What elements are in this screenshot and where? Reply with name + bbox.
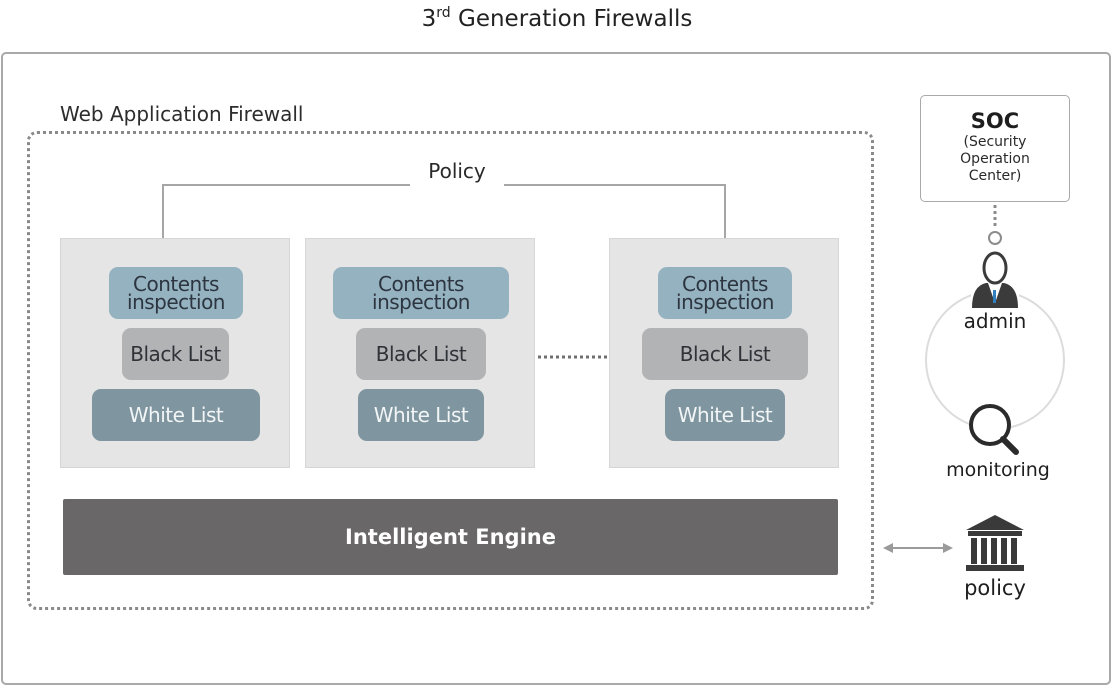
person-icon [971,251,1019,309]
monitoring-label: monitoring [946,459,1050,481]
white-list-block: White List [665,389,785,441]
contents-inspection-block: Contents inspection [333,267,509,319]
contents-inspection-block: Contents inspection [658,267,792,319]
bank-icon [966,515,1024,571]
waf-label: Web Application Firewall [60,102,304,126]
policy-bracket [162,184,410,238]
policy-panel-3: Contents inspection Black List White Lis… [609,238,839,468]
diagram-title: 3rd Generation Firewalls [0,6,1114,32]
soc-subtitle: (Security Operation Center) [960,134,1030,184]
title-main: 3 [421,6,437,32]
title-rest: Generation Firewalls [450,6,693,32]
waf-boundary [27,131,874,610]
policy-panel-1: Contents inspection Black List White Lis… [60,238,290,468]
admin-label: admin [963,309,1027,333]
intelligent-engine: Intelligent Engine [63,499,838,575]
soc-title: SOC [970,109,1020,133]
policy-bracket-right [504,184,726,238]
magnifier-icon [969,404,1019,455]
contents-inspection-block: Contents inspection [109,267,243,319]
policy-panel-2: Contents inspection Black List White Lis… [305,238,535,468]
black-list-block: Black List [122,328,229,380]
policy-label: Policy [428,159,486,183]
soc-link-node [988,231,1002,245]
black-list-block: Black List [356,328,486,380]
white-list-block: White List [92,389,260,441]
white-list-block: White List [358,389,484,441]
title-superscript: rd [436,5,451,21]
bidirectional-arrow-icon [883,543,953,553]
black-list-block: Black List [642,328,808,380]
policy-side-label: policy [964,576,1026,600]
outer-frame [1,52,1111,685]
soc-box: SOC (Security Operation Center) [920,95,1070,202]
